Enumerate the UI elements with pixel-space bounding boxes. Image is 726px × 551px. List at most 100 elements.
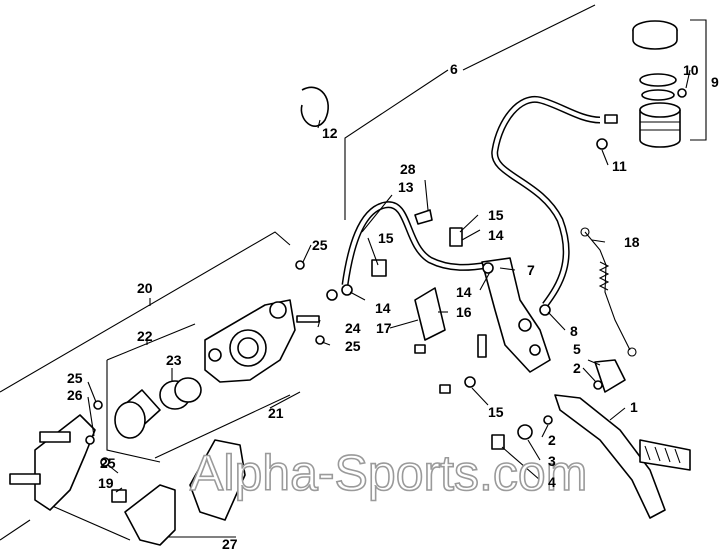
footpad-grip (644, 445, 681, 464)
washer-25-a (326, 289, 338, 301)
return-spring-18 (580, 227, 637, 357)
leader-11 (601, 149, 609, 166)
callout-14-right: 14 (456, 284, 472, 300)
group-20-bottom-b (49, 504, 131, 541)
callout-26: 26 (67, 387, 83, 403)
callout-8: 8 (570, 323, 578, 339)
reservoir-seal-ring (641, 89, 675, 101)
reservoir-assembly (596, 20, 687, 150)
leader-25-left (87, 381, 97, 403)
group-22-left (106, 360, 161, 463)
callout-14-top: 14 (488, 227, 504, 243)
callout-5: 5 (573, 341, 581, 357)
callout-25-top: 25 (312, 237, 328, 253)
callout-4: 4 (548, 474, 556, 490)
spring-hook-bottom (627, 347, 637, 357)
washer-2-a (543, 415, 553, 425)
brake-pad-27-b (189, 439, 246, 521)
leader-12 (317, 119, 321, 129)
washer-3 (517, 424, 533, 440)
washer-25-b (295, 260, 305, 270)
leader-15-mid (367, 237, 379, 266)
spring-wire (584, 231, 631, 351)
leader-24 (317, 319, 321, 328)
callout-13: 13 (398, 179, 414, 195)
bolt-4 (491, 434, 505, 450)
brake-pad-27-a (124, 484, 176, 546)
group-6-leader-right (462, 4, 596, 71)
group-9-bracket (690, 19, 707, 141)
callout-25-right: 25 (345, 338, 361, 354)
leader-26 (87, 396, 95, 437)
master-cylinder-pivot (529, 344, 541, 356)
callout-1: 1 (630, 399, 638, 415)
callout-2-upper: 2 (573, 360, 581, 376)
snap-ring-12 (300, 86, 329, 127)
leader-13 (361, 194, 393, 233)
leader-28 (424, 179, 429, 211)
leader-1 (609, 407, 626, 421)
reservoir-body-top (639, 102, 681, 118)
leader-4 (501, 446, 541, 481)
brake-pedal-arm (554, 394, 666, 519)
hose-fitting-top (604, 114, 618, 124)
leader-10 (685, 69, 691, 89)
leader-2-upper (582, 367, 597, 383)
brake-hose-13-inner (343, 202, 489, 286)
reservoir-diaphragm (639, 73, 677, 87)
leader-14-top (461, 229, 481, 241)
callout-22: 22 (137, 328, 153, 344)
callout-24: 24 (345, 320, 361, 336)
group-6-leader-left (344, 69, 449, 220)
hose-clamp-11 (596, 138, 608, 150)
callout-14-left: 14 (375, 300, 391, 316)
watermark: Alpha-Sports.com (190, 445, 587, 501)
brake-hose-6-inner (492, 97, 601, 307)
master-cylinder-body (481, 257, 551, 373)
seal-23-b (174, 377, 202, 403)
pushrod (477, 334, 487, 358)
leader-19 (115, 487, 123, 493)
group-22-top (106, 323, 196, 361)
mount-pin-upper (39, 431, 71, 443)
reservoir-screw-10 (677, 88, 687, 98)
group-outlines (0, 4, 707, 541)
leader-2-lower (541, 424, 549, 438)
callout-28: 28 (400, 161, 416, 177)
group-20-bottom (0, 519, 31, 541)
callout-12: 12 (322, 125, 338, 141)
leader-14-left (349, 291, 366, 301)
mounting-bracket-16 (414, 287, 446, 341)
leader-25-top (302, 244, 312, 263)
callout-25-left: 25 (67, 370, 83, 386)
washer-8 (539, 304, 551, 316)
bleeder-24 (296, 315, 320, 323)
leader-15-bottom (471, 387, 489, 406)
brake-caliper (204, 260, 338, 383)
callout-23: 23 (166, 352, 182, 368)
group-21-leader (269, 391, 301, 409)
piston-assembly (114, 377, 202, 439)
spring-coils (598, 261, 610, 291)
callout-15-mid: 15 (378, 230, 394, 246)
hose-clip-28 (414, 209, 433, 225)
banjo-bolt-15 (449, 227, 463, 247)
reservoir-cap-side (632, 29, 678, 50)
callout-16: 16 (456, 304, 472, 320)
callout-18: 18 (624, 234, 640, 250)
callout-17: 17 (376, 320, 392, 336)
leader-5 (587, 359, 601, 366)
callout-6: 6 (450, 61, 458, 77)
brake-hoses (341, 95, 601, 308)
leader-17 (389, 319, 419, 329)
washer-2-b (593, 380, 603, 390)
spring-hook-top (580, 227, 590, 237)
leader-14-right (479, 271, 491, 291)
callout-3: 3 (548, 453, 556, 469)
piston-22 (114, 401, 146, 439)
callout-9: 9 (711, 74, 719, 90)
callout-11: 11 (612, 158, 627, 174)
callout-20: 20 (137, 280, 153, 296)
mount-pin-lower (9, 473, 41, 485)
